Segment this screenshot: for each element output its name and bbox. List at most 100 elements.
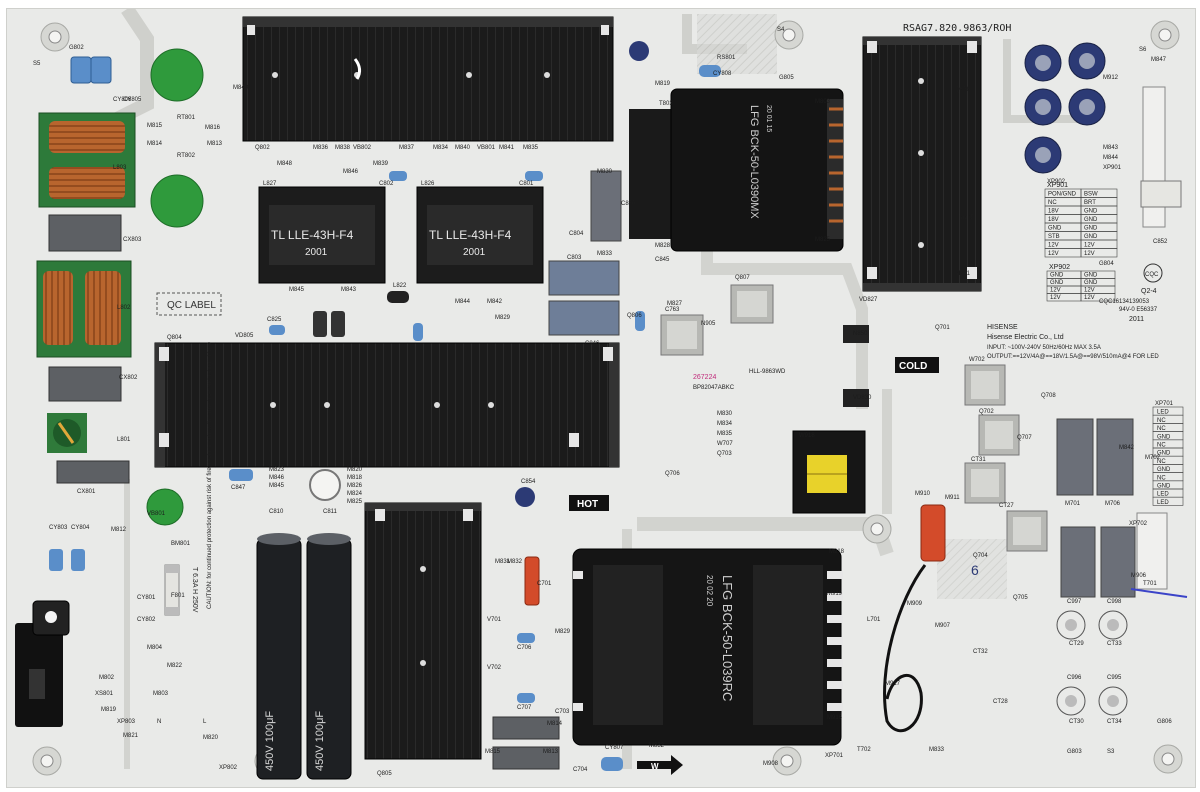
- ref-designator: CT34: [1107, 719, 1122, 725]
- table-cell: GND: [1157, 484, 1171, 490]
- ref-designator: CX803: [123, 237, 142, 243]
- ref-designator: M830: [597, 169, 613, 175]
- table-cell: NC: [1157, 443, 1166, 449]
- table-cell: LED: [1157, 492, 1169, 498]
- table-cell: 12V: [1084, 251, 1095, 257]
- ref-designator: M815: [147, 123, 163, 129]
- ref-designator: C763: [665, 307, 680, 313]
- ref-designator: M831: [495, 559, 511, 565]
- ref-designator: M820: [203, 735, 219, 741]
- ref-designator: M804: [147, 645, 163, 651]
- ref-designator: M909: [907, 601, 923, 607]
- ref-designator: W918: [799, 433, 815, 439]
- ref-designator: XP702: [1129, 521, 1148, 527]
- ref-designator: M837: [399, 145, 415, 151]
- ref-designator: Q805: [377, 771, 392, 777]
- ref-designator: C996: [1067, 675, 1082, 681]
- ref-designator: CX802: [119, 375, 138, 381]
- ref-designator: M845: [269, 483, 285, 489]
- heatsink-top: [242, 16, 614, 142]
- ref-designator: N: [157, 719, 161, 725]
- ref-designator: C997: [1067, 599, 1082, 605]
- ref-designator: L701: [867, 617, 881, 623]
- ref-designator: VD827: [859, 297, 878, 303]
- c811-marking: 450V 100μF: [314, 711, 326, 771]
- silkscreen-text: RSAG7.820.9863/ROH QC LABEL COLD HOT W T…: [156, 23, 1163, 775]
- ref-designator: T803: [659, 101, 673, 107]
- y-caps-left: [49, 469, 253, 571]
- ref-designator: F801: [171, 593, 185, 599]
- ref-designator: M912: [1103, 75, 1119, 81]
- l827-year: 2001: [305, 247, 328, 258]
- table-cell: 18V: [1048, 217, 1059, 223]
- table-cell: GND: [1084, 234, 1098, 240]
- ref-designator: BM801: [171, 541, 191, 547]
- ref-designator: M919: [827, 591, 843, 597]
- ref-designator: Q802: [255, 145, 270, 151]
- board-year: 2011: [1129, 316, 1144, 323]
- ref-designator: M834: [717, 421, 733, 427]
- ref-designator: M916: [827, 715, 843, 721]
- table-cell: GND: [1050, 273, 1064, 279]
- table-cell: 12V: [1084, 295, 1095, 301]
- ref-designator: CY802: [137, 617, 156, 623]
- ref-designator: G803: [1067, 749, 1082, 755]
- table-cell: GND: [1084, 226, 1098, 232]
- pcb-drawing: RSAG7.820.9863/ROH QC LABEL COLD HOT W T…: [15, 9, 1188, 780]
- ref-designator: M908: [763, 761, 779, 767]
- ref-designator: C852: [1153, 239, 1168, 245]
- ref-designator: M846: [269, 475, 285, 481]
- table-cell: 12V: [1084, 243, 1095, 249]
- film-capacitors: [492, 170, 1136, 770]
- ref-designator: L802: [117, 305, 131, 311]
- ref-designator: C825: [267, 317, 282, 323]
- ref-designator: M843: [341, 287, 357, 293]
- ref-designator: M820: [347, 467, 363, 473]
- ref-designator: M818: [347, 475, 363, 481]
- table-cell: PON/GND: [1048, 192, 1077, 198]
- ref-designator: RS801: [717, 55, 736, 61]
- table-cell: NC: [1157, 475, 1166, 481]
- table-cell: BSW: [1084, 192, 1098, 198]
- handwritten-mark: [883, 564, 927, 733]
- ref-designator: L803: [113, 165, 127, 171]
- transformer-t701: [792, 430, 866, 514]
- ref-designator: C847: [231, 485, 246, 491]
- cert-code: Q2-4: [1141, 288, 1157, 295]
- ref-designator: CT27: [999, 503, 1014, 509]
- ref-designator: M819: [655, 81, 671, 87]
- table-cell: NC: [1157, 426, 1166, 432]
- ref-designator: M844: [1103, 155, 1119, 161]
- ref-designator: L822: [393, 283, 407, 289]
- ref-designator: M813: [207, 141, 223, 147]
- ref-designator: CY803: [49, 525, 68, 531]
- transformer-t702: [572, 548, 843, 746]
- ref-designator: M821: [123, 733, 139, 739]
- ref-designator: VB801: [147, 511, 166, 517]
- ref-designator: CY804: [71, 525, 90, 531]
- ref-designator: Q705: [1013, 595, 1028, 601]
- heatsink-clips: [159, 25, 977, 521]
- ref-designator: C845: [655, 257, 670, 263]
- ref-designator: M917: [885, 681, 901, 687]
- table-cell: GND: [1084, 273, 1098, 279]
- ref-designator: L827: [263, 181, 277, 187]
- ul-mark: 94V-0 E56337: [1119, 307, 1158, 313]
- fuse-f801: [164, 564, 180, 616]
- ref-designator: Q701: [935, 325, 950, 331]
- heatsink-right: [862, 36, 982, 292]
- ref-designator: M845: [289, 287, 305, 293]
- ref-designator: M803: [153, 691, 169, 697]
- ref-designator: XP803: [117, 719, 136, 725]
- ref-designator: RT802: [177, 153, 196, 159]
- fuse-rating: T 6.3A H 250V: [191, 567, 198, 613]
- table-cell: GND: [1084, 280, 1098, 286]
- company-full: Hisense Electric Co., Ltd: [987, 334, 1064, 341]
- ref-designator: CT32: [973, 649, 988, 655]
- ref-designator: CX801: [77, 489, 96, 495]
- table-cell: LED: [1157, 410, 1169, 416]
- table-cell: 12V: [1048, 251, 1059, 257]
- ref-designator: C707: [517, 705, 532, 711]
